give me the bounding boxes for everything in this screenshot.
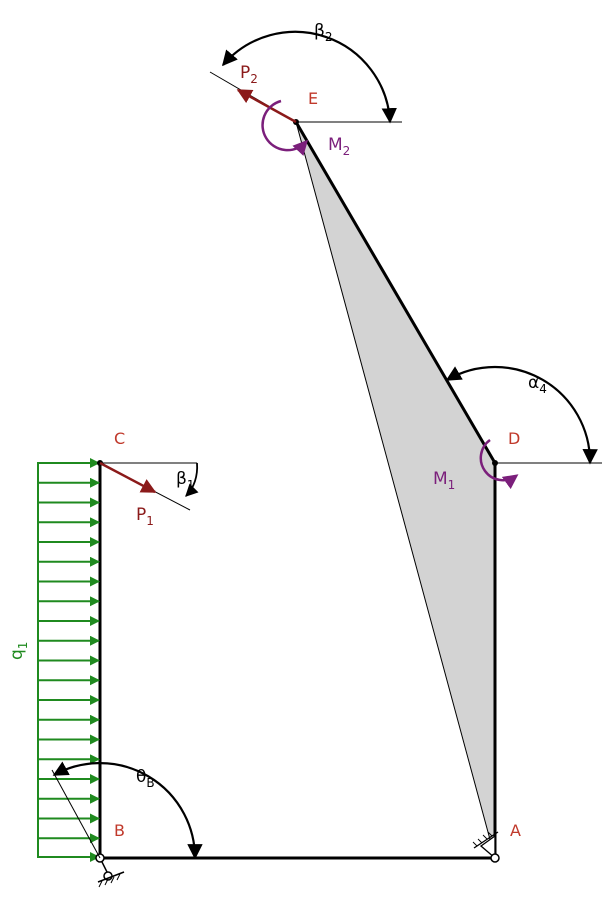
point-label-d: D bbox=[508, 429, 520, 448]
support-a bbox=[472, 831, 500, 863]
support-b bbox=[95, 853, 125, 888]
angle-alpha4-arc bbox=[445, 365, 598, 465]
plate-ade bbox=[295, 121, 496, 859]
thetab-guide-line bbox=[51, 769, 101, 859]
distributed-load-q1 bbox=[37, 458, 100, 862]
label-q1: q1 bbox=[7, 642, 30, 660]
pin-a bbox=[490, 853, 500, 863]
label-beta2: β2 bbox=[314, 21, 333, 44]
label-m2: M2 bbox=[328, 135, 350, 158]
label-thetab: θB bbox=[136, 767, 155, 790]
label-m1: M1 bbox=[433, 469, 455, 492]
force-p1-arrow bbox=[99, 461, 157, 494]
point-label-c: C bbox=[114, 429, 125, 448]
point-label-b: B bbox=[114, 821, 125, 840]
point-label-a: A bbox=[510, 821, 521, 840]
angle-beta1-arc bbox=[185, 462, 199, 497]
label-p2: P2 bbox=[240, 63, 258, 86]
label-alpha4: α4 bbox=[528, 373, 547, 396]
angle-beta2-arc bbox=[221, 30, 397, 124]
angle-thetab-arc bbox=[52, 761, 203, 860]
label-p1: P1 bbox=[136, 505, 154, 528]
label-beta1: β1 bbox=[176, 469, 195, 492]
point-label-e: E bbox=[308, 89, 318, 108]
force-p2-arrow bbox=[236, 88, 297, 124]
